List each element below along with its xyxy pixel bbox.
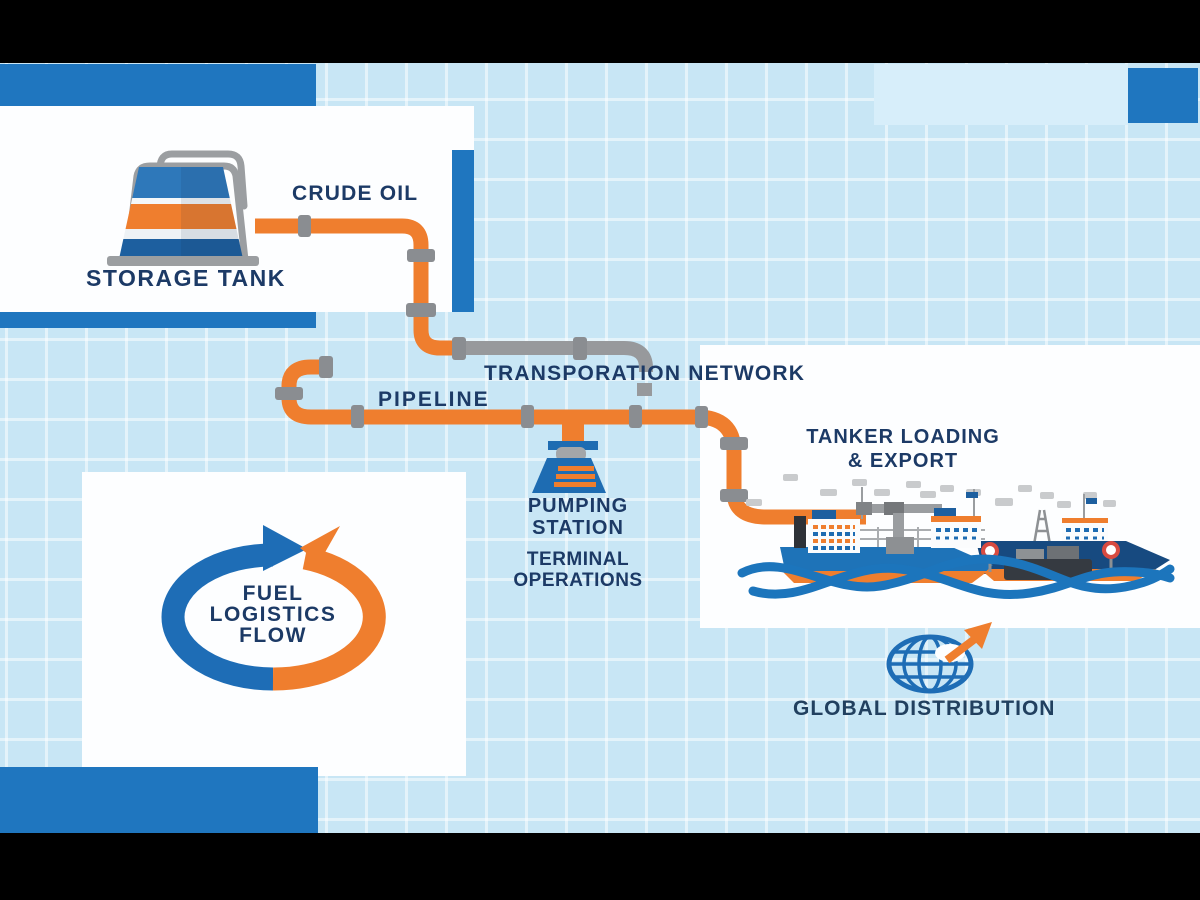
pumping-station-line1: PUMPING: [527, 495, 629, 517]
transportation-network-label: TRANSPORATION NETWORK: [484, 362, 806, 385]
flow-line3: FLOW: [239, 624, 307, 647]
bottom-left-blue-bar: [0, 767, 318, 833]
pumping-station-line2: STATION: [532, 517, 624, 539]
tanker-panel: [700, 345, 1200, 628]
pumping-station-label: PUMPING STATION: [498, 495, 658, 539]
flow-line1: FUEL: [242, 582, 304, 605]
terminal-operations-line1: TERMINAL: [526, 549, 630, 570]
terminal-operations-line2: OPERATIONS: [513, 570, 643, 591]
storage-tank-label: STORAGE TANK: [86, 265, 286, 291]
terminal-operations-label: TERMINAL OPERATIONS: [492, 549, 664, 591]
letterbox-bottom: [0, 833, 1200, 900]
tanker-loading-line2: & EXPORT: [847, 450, 959, 472]
storage-panel-edge-bar: [452, 150, 474, 312]
pale-accent-rect: [874, 64, 1128, 125]
top-right-blue-square: [1128, 68, 1198, 123]
top-left-blue-bar: [0, 64, 316, 106]
flow-cycle-label: FUEL LOGISTICS FLOW: [173, 583, 373, 646]
tanker-loading-line1: TANKER LOADING: [806, 426, 1000, 448]
pipeline-label: PIPELINE: [378, 388, 490, 411]
tanker-loading-label: TANKER LOADING & EXPORT: [788, 425, 1018, 473]
global-distribution-label: GLOBAL DISTRIBUTION: [793, 697, 1056, 720]
under-storage-blue-bar: [0, 312, 316, 328]
flow-line2: LOGISTICS: [209, 603, 337, 626]
letterbox-top: [0, 0, 1200, 63]
crude-oil-label: CRUDE OIL: [292, 182, 419, 205]
